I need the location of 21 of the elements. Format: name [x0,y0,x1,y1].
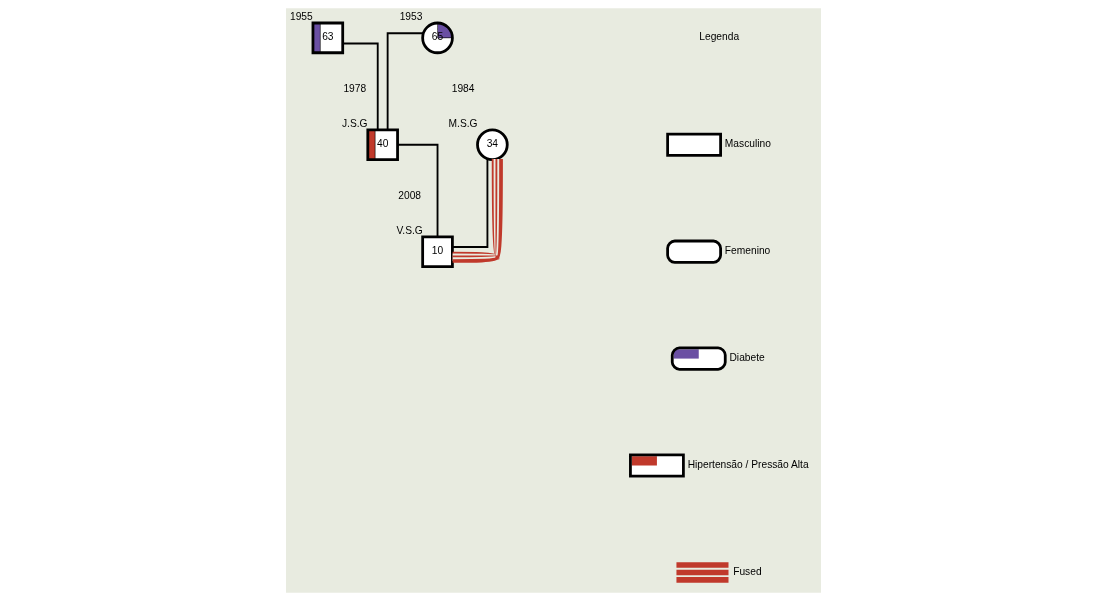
node-circle: 34 [475,128,509,162]
connector [452,159,503,263]
legend-label: Diabete [728,352,765,364]
node-box: 10 [420,235,454,268]
node-label: J.S.G [341,117,368,129]
legend-label: Femenino [724,245,770,257]
legend-label: Masculino [724,138,771,150]
node-label: V.S.G [395,224,423,236]
connector [341,42,379,131]
label: Legenda [698,31,739,43]
node-label: 1978 [342,82,366,94]
node-label: 1984 [451,82,474,94]
node-label: M.S.G [448,117,478,129]
connector [386,32,424,131]
node-label: 1955 [289,11,313,23]
node-label: 2008 [397,189,421,201]
connector [451,158,488,248]
connector [396,143,438,238]
legend-label: Fused [732,566,762,578]
node-label: 1953 [399,11,422,23]
legend-label: Hipertensão / Pressão Alta [687,459,809,471]
